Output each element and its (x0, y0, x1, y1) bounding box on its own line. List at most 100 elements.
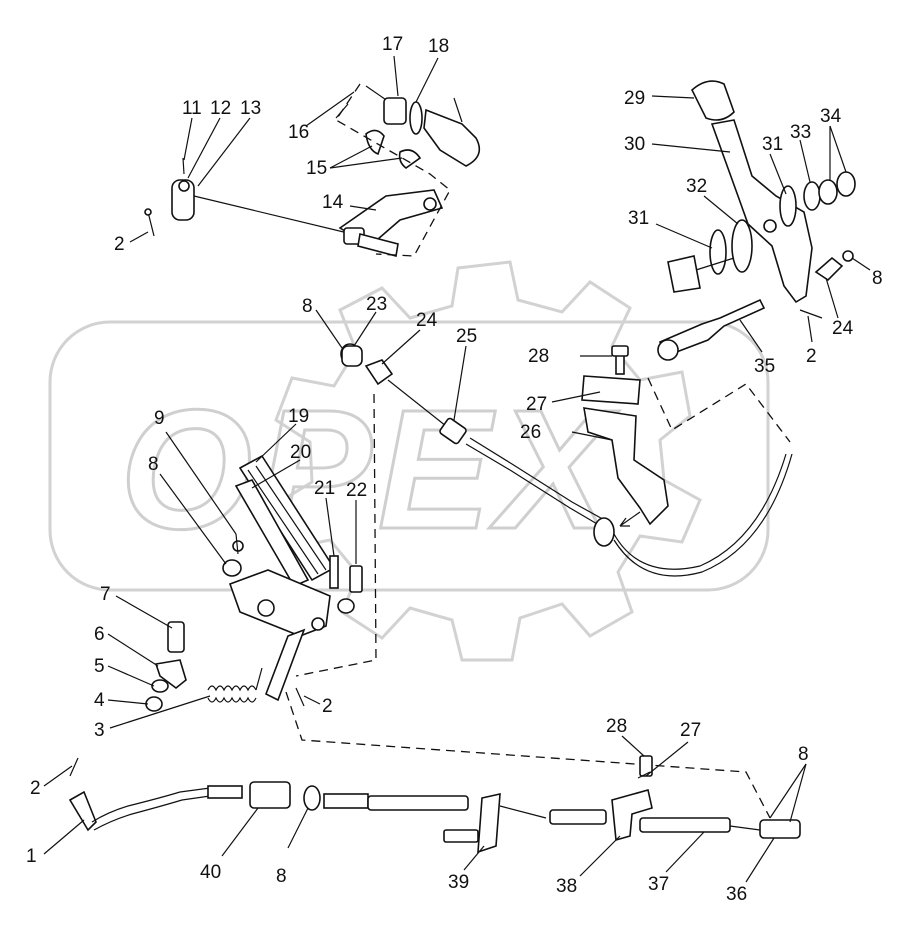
hand-lever-assembly (647, 80, 856, 443)
watermark-gear (274, 260, 702, 662)
callout-3: 3 (94, 720, 105, 741)
callout-34: 34 (820, 106, 842, 127)
callout-8b: 8 (148, 454, 159, 475)
leader-28b (621, 735, 645, 757)
callout-33: 33 (790, 122, 811, 143)
dashed-outline-upper (335, 83, 451, 257)
callout-27b: 27 (680, 720, 701, 741)
rod-39-ext (499, 805, 547, 819)
callout-40: 40 (200, 862, 221, 883)
bolt-22 (349, 565, 363, 593)
bracket-39 (477, 792, 501, 854)
upper-rod (193, 195, 353, 235)
callout-24b: 24 (832, 318, 854, 339)
callout-29: 29 (624, 88, 645, 109)
callout-4: 4 (94, 690, 105, 711)
leader-20 (251, 459, 301, 489)
bolt-7 (167, 621, 185, 653)
pedal-base (228, 569, 331, 637)
leader-8c (851, 257, 871, 271)
callout-38: 38 (556, 876, 577, 897)
leader-5 (107, 665, 155, 687)
washer-33 (803, 181, 821, 211)
pedal-pad-texture (247, 465, 327, 575)
nut-4 (145, 696, 163, 712)
leader-25 (453, 345, 467, 421)
callout-21: 21 (314, 478, 335, 499)
pivot-bolt-shaft (695, 257, 735, 271)
leader-2a (129, 231, 149, 243)
callout-31b: 31 (628, 208, 649, 229)
rod-end-24b (814, 256, 844, 282)
callout-11: 11 (182, 98, 202, 119)
leader-19 (255, 423, 297, 463)
bolt-39 (443, 829, 479, 843)
leader-24b (825, 277, 839, 319)
nut-8a (842, 250, 854, 262)
knob-handle (423, 108, 481, 167)
callout-8a: 8 (302, 296, 313, 317)
leader-23 (353, 311, 377, 347)
pin-21 (329, 555, 339, 589)
callout-17: 17 (382, 34, 403, 55)
rod-36-core (729, 825, 761, 831)
leader-15a (329, 145, 373, 169)
callout-12: 12 (210, 98, 231, 119)
washer-5 (151, 679, 169, 693)
callout-8e: 8 (798, 744, 809, 765)
leader-27a (551, 391, 601, 403)
washer-18 (409, 101, 423, 135)
dashed-right-upper (647, 377, 791, 443)
leader-18 (415, 57, 439, 103)
leader-8e-a (769, 763, 807, 819)
middle-cable (340, 343, 793, 577)
cable-ferrule-25 (439, 417, 467, 445)
bolt-28a-head (611, 345, 629, 357)
callout-27a: 27 (526, 394, 547, 415)
callout-23: 23 (366, 294, 387, 315)
nut-17 (383, 97, 407, 125)
dashed-pedal-down (285, 691, 771, 819)
watermark-text: OPEX (120, 375, 619, 565)
bracket-26-arrow (619, 511, 641, 527)
disc-31a (709, 229, 727, 275)
watermark: OPEX (48, 260, 770, 662)
pedal-link (264, 628, 306, 702)
pin-11 (182, 157, 185, 175)
callout-32: 32 (686, 176, 707, 197)
dashed-pedal-up (295, 393, 377, 677)
pedal-arm-20 (234, 479, 310, 588)
callout-31a: 31 (762, 134, 783, 155)
leader-lines (43, 55, 871, 883)
cable-nut (593, 517, 615, 547)
pedal-pivot-b (311, 617, 325, 631)
leader-21 (325, 497, 335, 557)
bolt-9-shank (235, 533, 239, 555)
cable-core-25 (387, 379, 447, 427)
callout-19: 19 (288, 406, 309, 427)
callout-5: 5 (94, 656, 105, 677)
pedal-pivot-a (257, 599, 275, 617)
leader-17 (393, 55, 399, 97)
callout-18: 18 (428, 36, 449, 57)
callout-28b: 28 (606, 716, 627, 737)
cotter-pin-2d (69, 757, 79, 777)
leader-14 (349, 205, 377, 211)
leader-11 (183, 117, 193, 161)
nut-8c (222, 559, 242, 577)
cable-outer-loop-b (613, 453, 793, 577)
leader-29 (651, 95, 695, 99)
callout-15: 15 (306, 158, 327, 179)
leader-31b (655, 223, 713, 249)
rod-1 (91, 787, 211, 823)
bracket-hole (423, 197, 437, 211)
cable-sheath-b (469, 437, 609, 523)
leader-39 (463, 845, 485, 871)
callout-16: 16 (288, 122, 309, 143)
callout-26: 26 (520, 422, 541, 443)
callout-2d: 2 (30, 778, 41, 799)
cable-end-nut (657, 339, 679, 361)
rod-1-b (93, 795, 211, 831)
parts (68, 80, 856, 854)
clevis-pin (178, 180, 190, 192)
